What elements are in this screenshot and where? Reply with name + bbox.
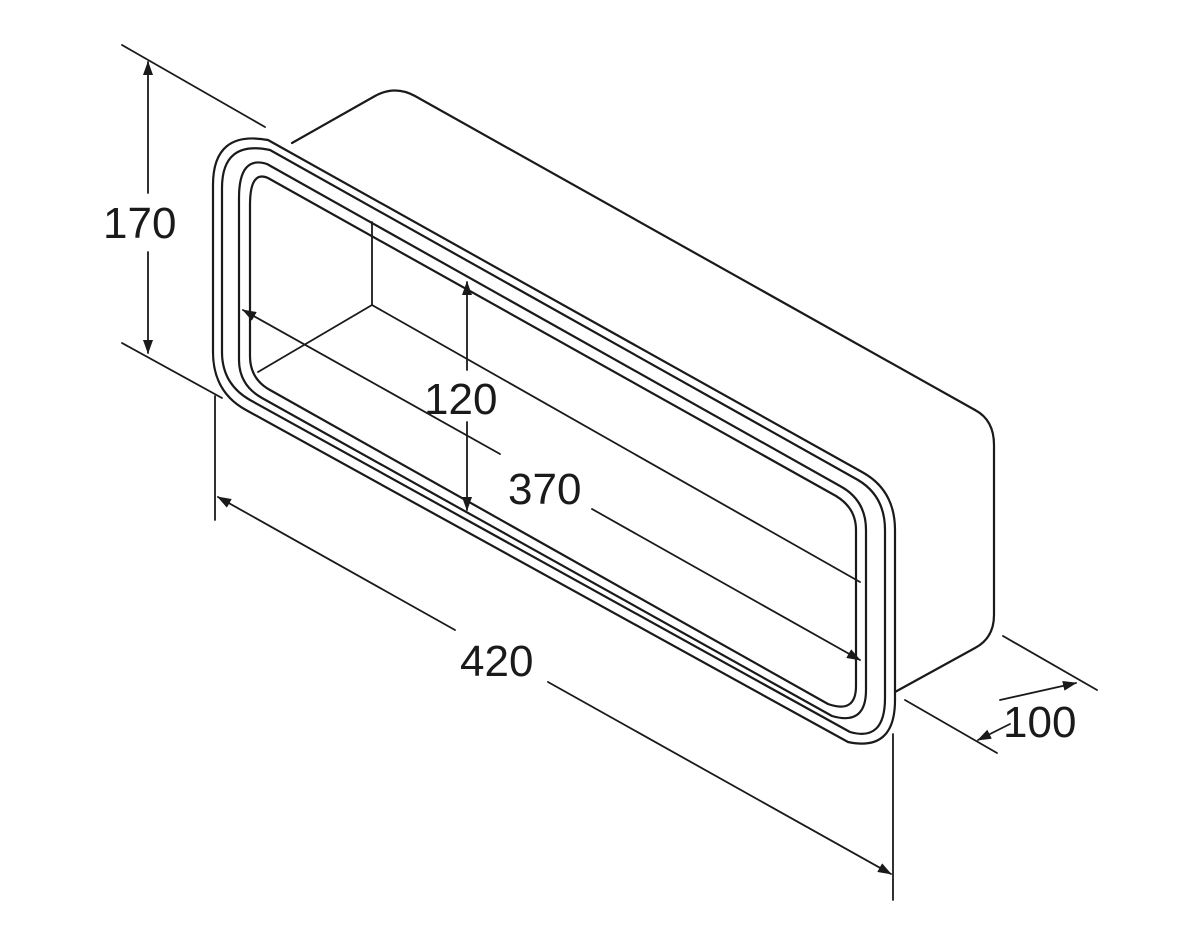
dimension-line (591, 508, 861, 661)
dimension-line (217, 496, 456, 631)
dimension-label-120: 120 (424, 375, 497, 424)
dimension-inner-length: 370 (242, 309, 861, 661)
dimension-line (547, 681, 892, 875)
dimension-label-370: 370 (508, 465, 581, 514)
dimension-inner-height: 120 (424, 281, 497, 511)
front-flange (211, 137, 897, 745)
dimension-depth: 100 (904, 635, 1098, 754)
inner-floor-left-edge (257, 304, 373, 373)
extension-line (121, 44, 266, 128)
flange-outer-contour (211, 137, 897, 745)
extension-line (904, 699, 998, 754)
flange-inner-contour (237, 161, 868, 720)
body-right-edge (893, 408, 996, 694)
dimension-label-420: 420 (460, 637, 533, 686)
extension-line (121, 342, 223, 399)
dimension-outer-height: 170 (103, 44, 266, 399)
dimension-label-170: 170 (103, 199, 176, 248)
dimension-label-100: 100 (1003, 698, 1076, 747)
duct-body (290, 89, 996, 694)
body-top-edge (290, 89, 977, 412)
dimension-line (242, 309, 501, 455)
dimension-line (999, 680, 1077, 701)
inner-bottom-edge (371, 304, 861, 583)
flange-second-contour (220, 147, 887, 735)
extension-line (1002, 635, 1098, 691)
inner-back-corner (257, 221, 861, 583)
opening-contour (248, 175, 858, 708)
dimension-line (977, 723, 1011, 741)
dimension-outer-length: 420 (214, 395, 894, 901)
